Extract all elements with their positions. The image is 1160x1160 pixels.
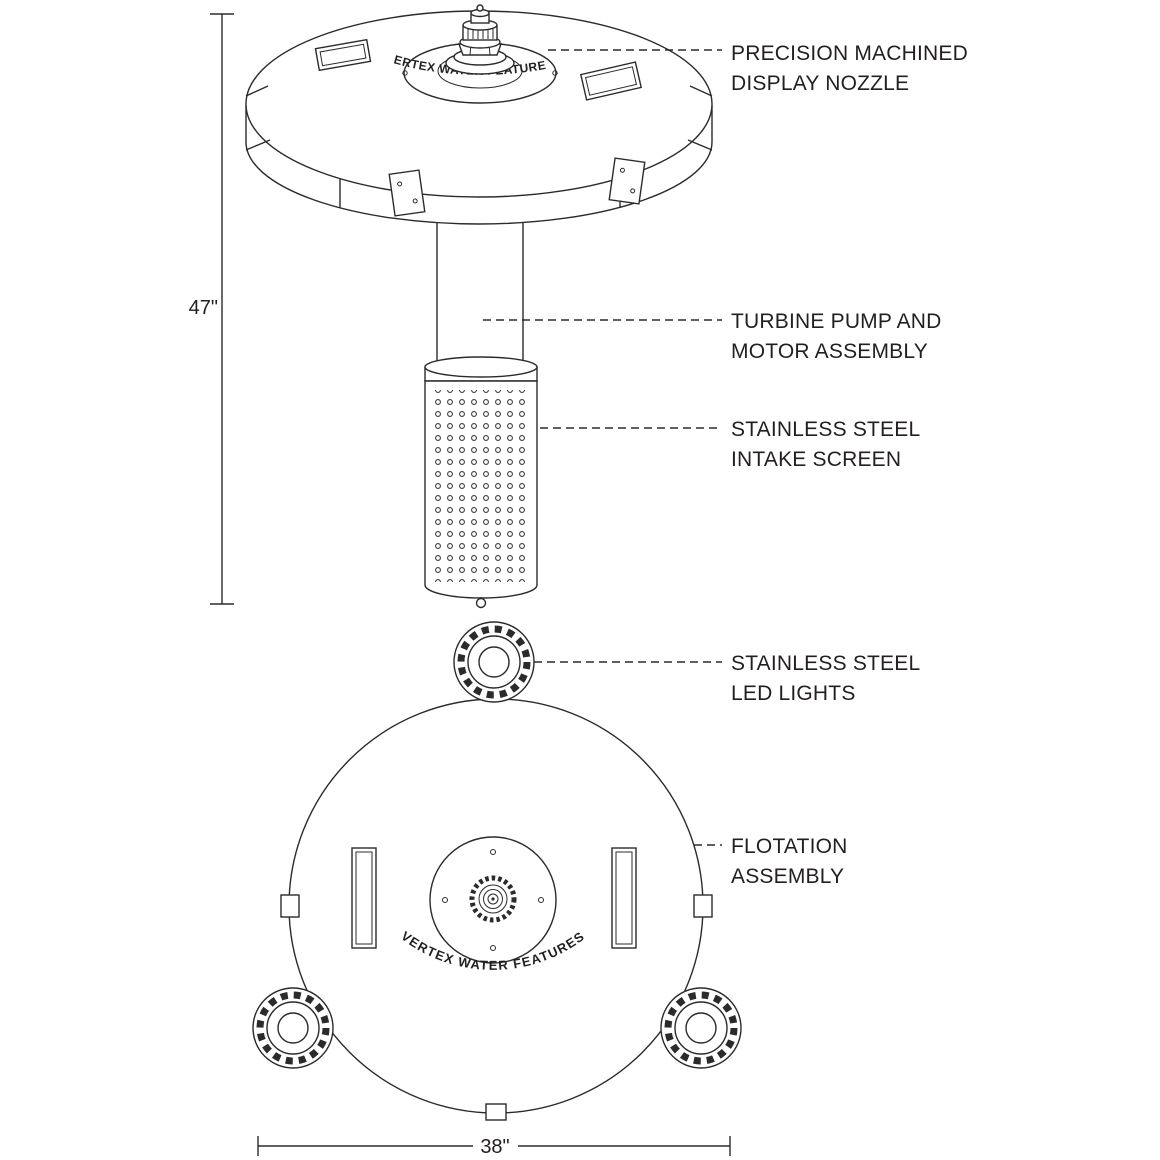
turbine-pump-column: [436, 204, 524, 374]
callout-led-line1: STAINLESS STEEL: [731, 652, 920, 675]
led-light-top: [454, 622, 534, 702]
callout-nozzle-line1: PRECISION MACHINED: [731, 42, 968, 65]
callout-pump-line2: MOTOR ASSEMBLY: [731, 340, 928, 363]
width-dimension: 38": [257, 1136, 731, 1158]
callout-intake-screen: STAINLESS STEEL INTAKE SCREEN: [540, 418, 920, 471]
rim-notch-right: [693, 894, 713, 918]
callout-pump-line1: TURBINE PUMP AND: [731, 310, 942, 333]
edge-flap-left: [245, 85, 271, 151]
rim-notch-left: [280, 894, 300, 918]
hand-slot-top-left: [314, 38, 372, 72]
screen-perforations: [432, 390, 530, 582]
led-light-bottom-right: [661, 988, 741, 1068]
screen-collar-rim: [424, 356, 538, 378]
flotation-disc-side: VERTEX WATER FEATURES: [0, 0, 713, 225]
flotation-ring: [288, 698, 704, 1114]
recess-bolt-left: [402, 70, 408, 76]
rim-notch-bottom: [485, 1103, 507, 1121]
edge-flap-right: [687, 85, 713, 151]
plan-view: VERTEX WATER FEATURES STAINLESS STEEL LE…: [253, 622, 920, 1158]
drain-ring: [475, 597, 487, 609]
side-view: VERTEX WATER FEATURES: [0, 0, 968, 609]
callout-flotation-line1: FLOTATION: [731, 835, 848, 858]
callout-intake-line1: STAINLESS STEEL: [731, 418, 920, 441]
height-dimension-label: 47": [189, 297, 218, 319]
nozzle-tip: [476, 4, 484, 12]
callout-flotation-line2: ASSEMBLY: [731, 865, 844, 888]
callout-turbine-pump: TURBINE PUMP AND MOTOR ASSEMBLY: [483, 310, 942, 363]
intake-screen: [424, 356, 538, 609]
led-light-bottom-left: [253, 988, 333, 1068]
pump-housing: [436, 204, 524, 374]
hand-slot-plan-left: [351, 847, 377, 949]
callout-led-lights: STAINLESS STEEL LED LIGHTS: [534, 652, 920, 705]
hub-ring: [429, 836, 557, 964]
seam-plate-left: [388, 169, 426, 217]
hand-slot-plan-right: [611, 847, 637, 949]
callout-nozzle-line2: DISPLAY NOZZLE: [731, 72, 909, 95]
width-dimension-label: 38": [480, 1136, 509, 1158]
callout-display-nozzle: PRECISION MACHINED DISPLAY NOZZLE: [548, 42, 968, 95]
display-nozzle: [445, 4, 515, 75]
hand-slot-top-right: [579, 61, 643, 101]
recess-bolt-right: [552, 70, 558, 76]
nozzle-plan: [469, 875, 517, 923]
callout-led-line2: LED LIGHTS: [731, 682, 856, 705]
seam-plate-right: [608, 157, 646, 205]
height-dimension: 47": [189, 13, 234, 605]
callout-intake-line2: INTAKE SCREEN: [731, 448, 901, 471]
callout-flotation: FLOTATION ASSEMBLY: [694, 835, 848, 888]
